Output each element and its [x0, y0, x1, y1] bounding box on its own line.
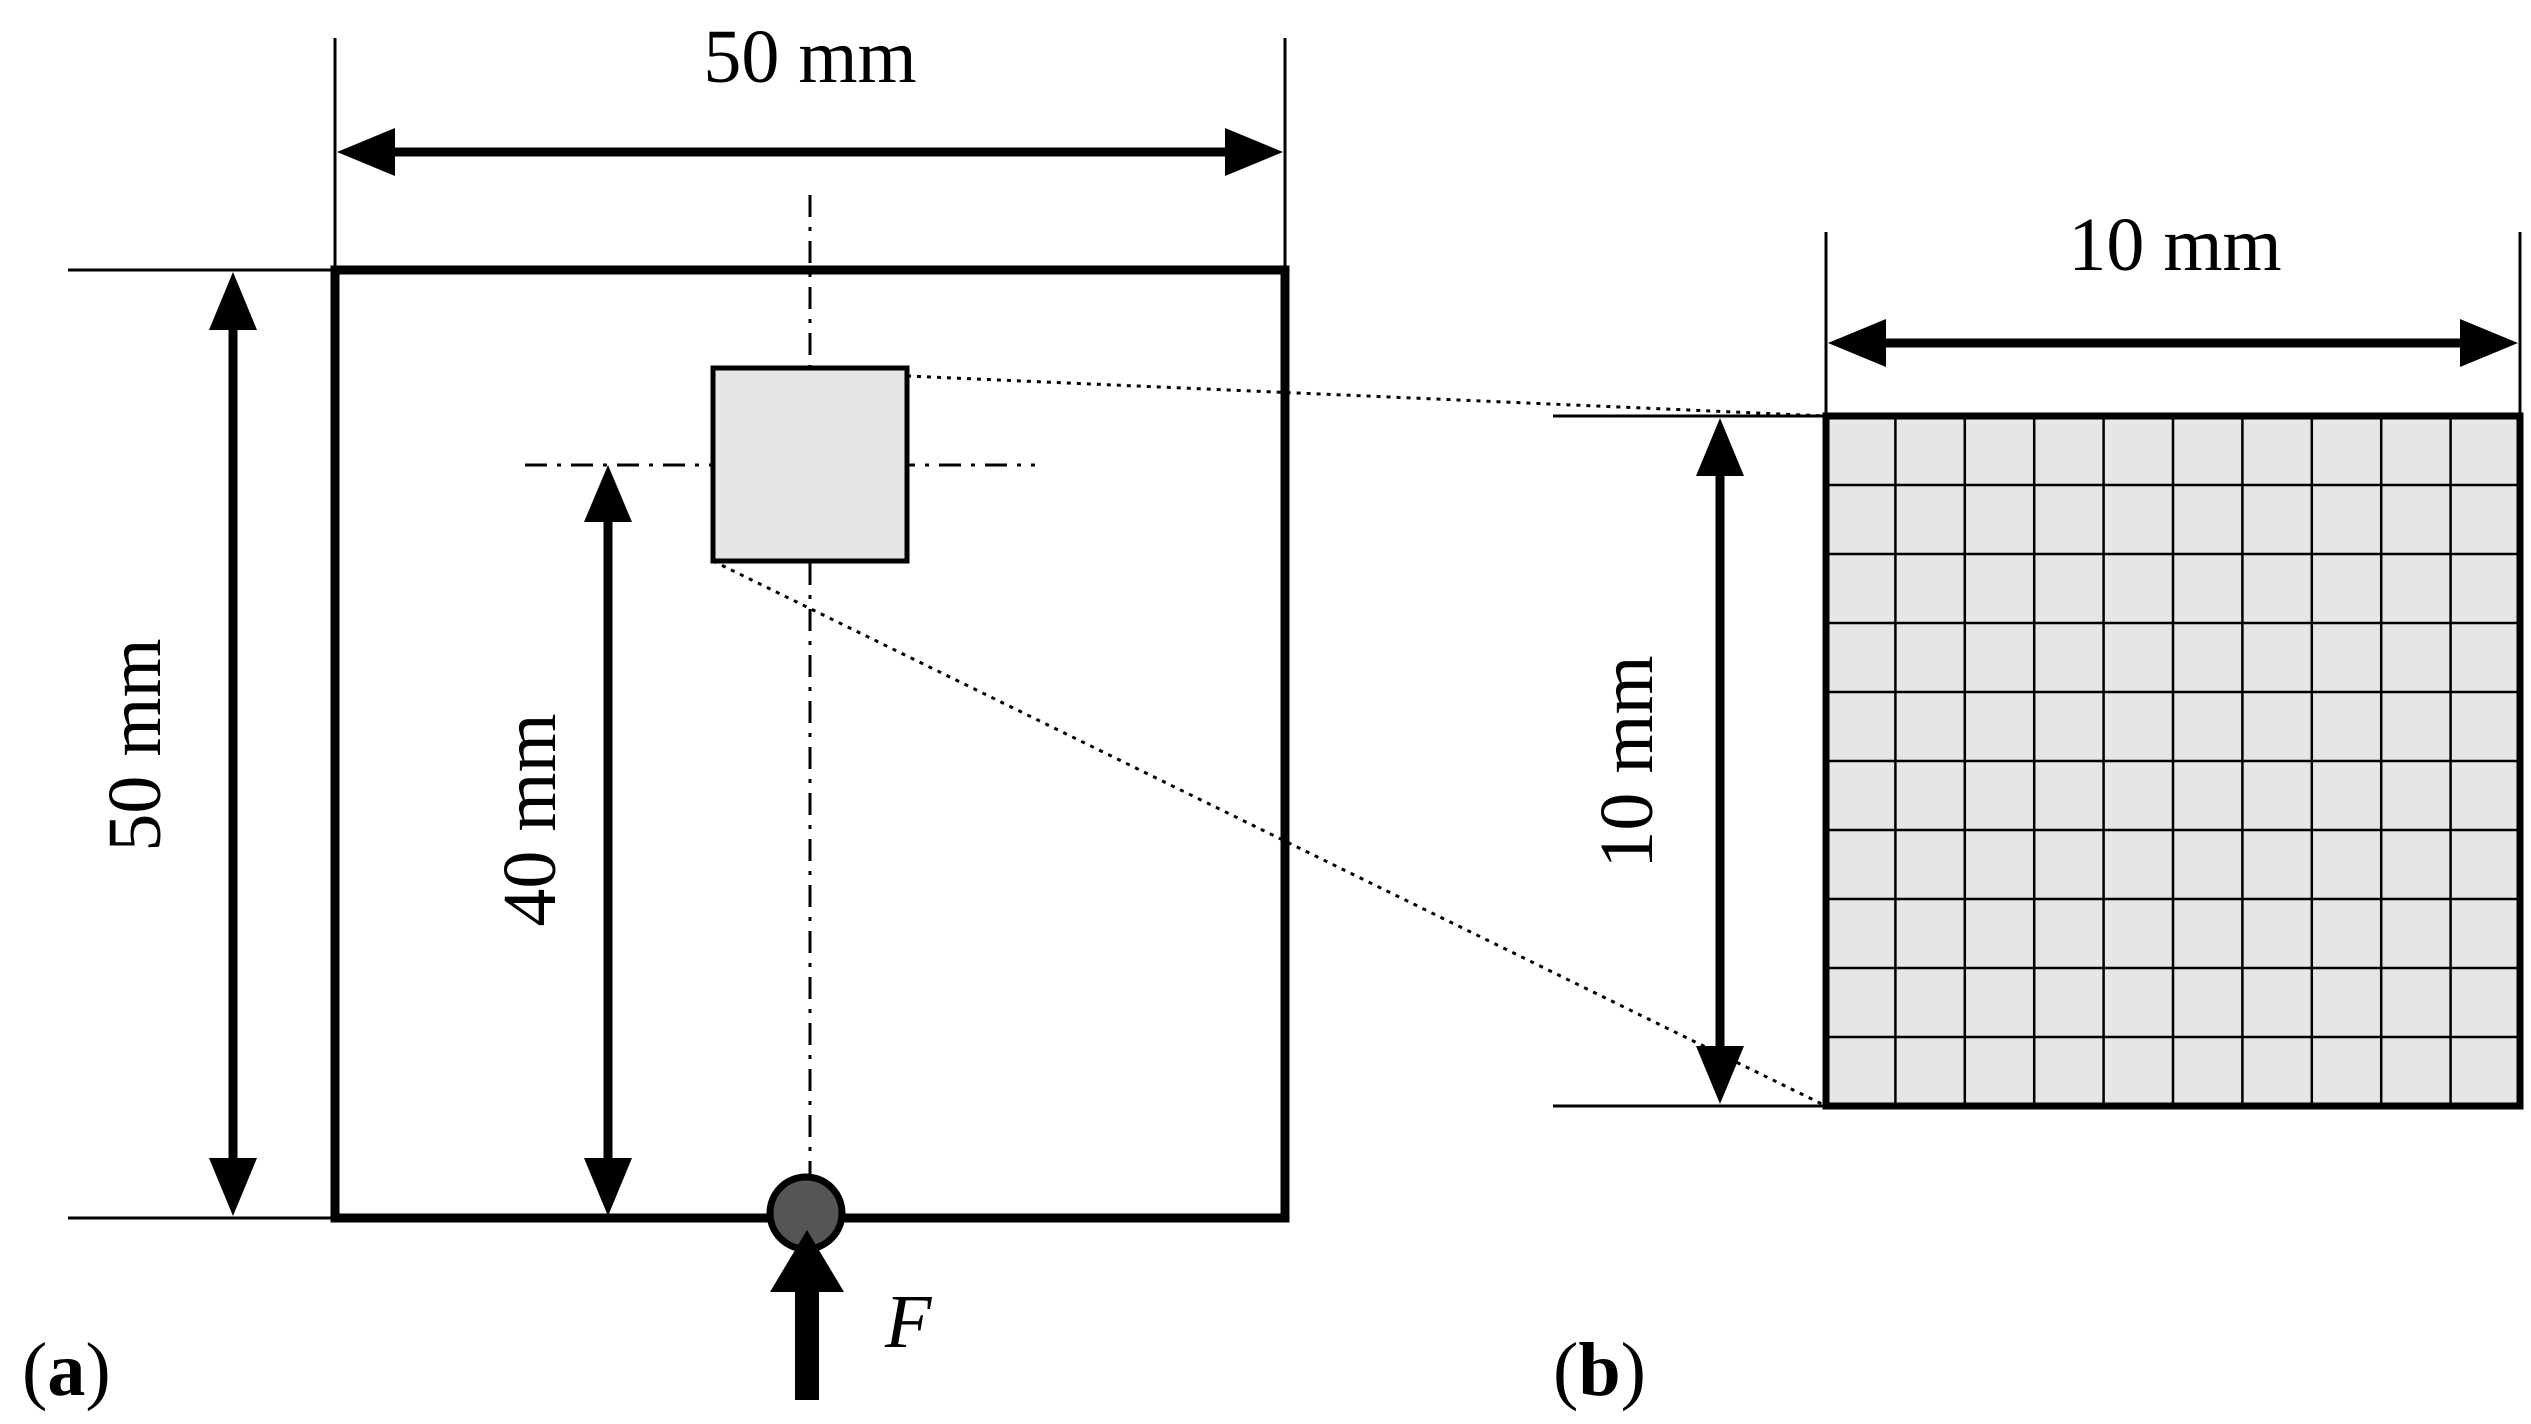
- panel-b: 10 mm 10 mm (b): [1553, 203, 2524, 1412]
- dim-arrow-offset-a: [584, 465, 632, 1216]
- mesh-grid: [1826, 416, 2520, 1106]
- zoom-line-top: [906, 374, 1827, 418]
- force-arrow: [770, 1230, 844, 1400]
- dim-label-width-a: 50 mm: [703, 15, 916, 99]
- dim-label-offset-a: 40 mm: [488, 713, 572, 926]
- dim-label-width-b: 10 mm: [2068, 203, 2281, 287]
- force-label: F: [884, 1280, 933, 1364]
- dim-arrow-width-a: [337, 128, 1283, 176]
- dim-label-height-b: 10 mm: [1585, 655, 1669, 868]
- dim-arrow-height-b: [1696, 418, 1744, 1104]
- zoom-line-bottom: [712, 559, 1827, 1108]
- region-of-interest: [710, 365, 910, 564]
- panel-a: 50 mm 50 mm 40 mm: [22, 15, 1290, 1412]
- panel-label-b: (b): [1553, 1328, 1646, 1412]
- dim-label-height-a: 50 mm: [93, 638, 177, 851]
- mesh-border: [1822, 412, 2524, 1110]
- panel-label-a: (a): [22, 1328, 111, 1412]
- dim-arrow-height-a: [209, 272, 257, 1216]
- dim-arrow-width-b: [1828, 319, 2518, 367]
